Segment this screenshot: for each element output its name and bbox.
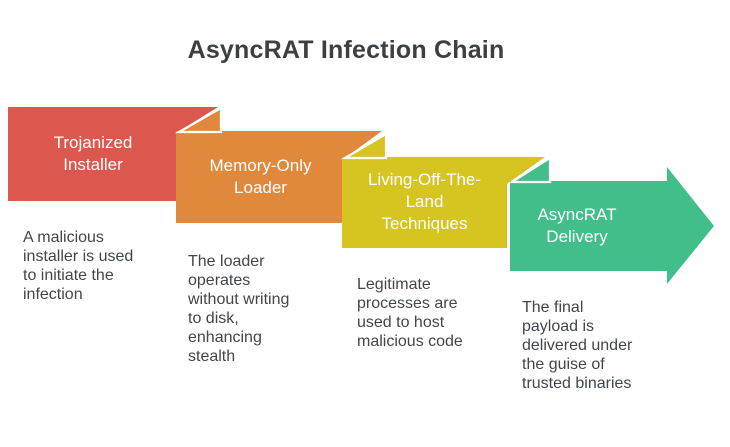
step-2-description: The loader operates without writing to d… [188, 253, 290, 365]
step-3-description: Legitimate processes are used to host ma… [357, 276, 463, 350]
step-4-description: The final payload is delivered under the… [522, 299, 633, 392]
step-1-banner-shape [8, 107, 218, 201]
step-2-banner-shape [176, 131, 382, 223]
step-4-label: AsyncRAT Delivery [537, 205, 617, 246]
page-title: AsyncRAT Infection Chain [187, 36, 505, 64]
step-1-description: A malicious installer is used to initiat… [23, 229, 134, 303]
step-3-label: Living-Off-The- Land Techniques [367, 170, 482, 233]
step-3-fold-triangle [340, 132, 388, 160]
step-1-label: Trojanized Installer [53, 133, 133, 174]
step-4-arrow-shape [510, 167, 714, 284]
step-2-fold-triangle [174, 106, 223, 134]
step-4-fold-triangle [508, 156, 552, 184]
step-2-label: Memory-Only Loader [209, 156, 312, 197]
step-3-banner-shape [342, 157, 545, 248]
